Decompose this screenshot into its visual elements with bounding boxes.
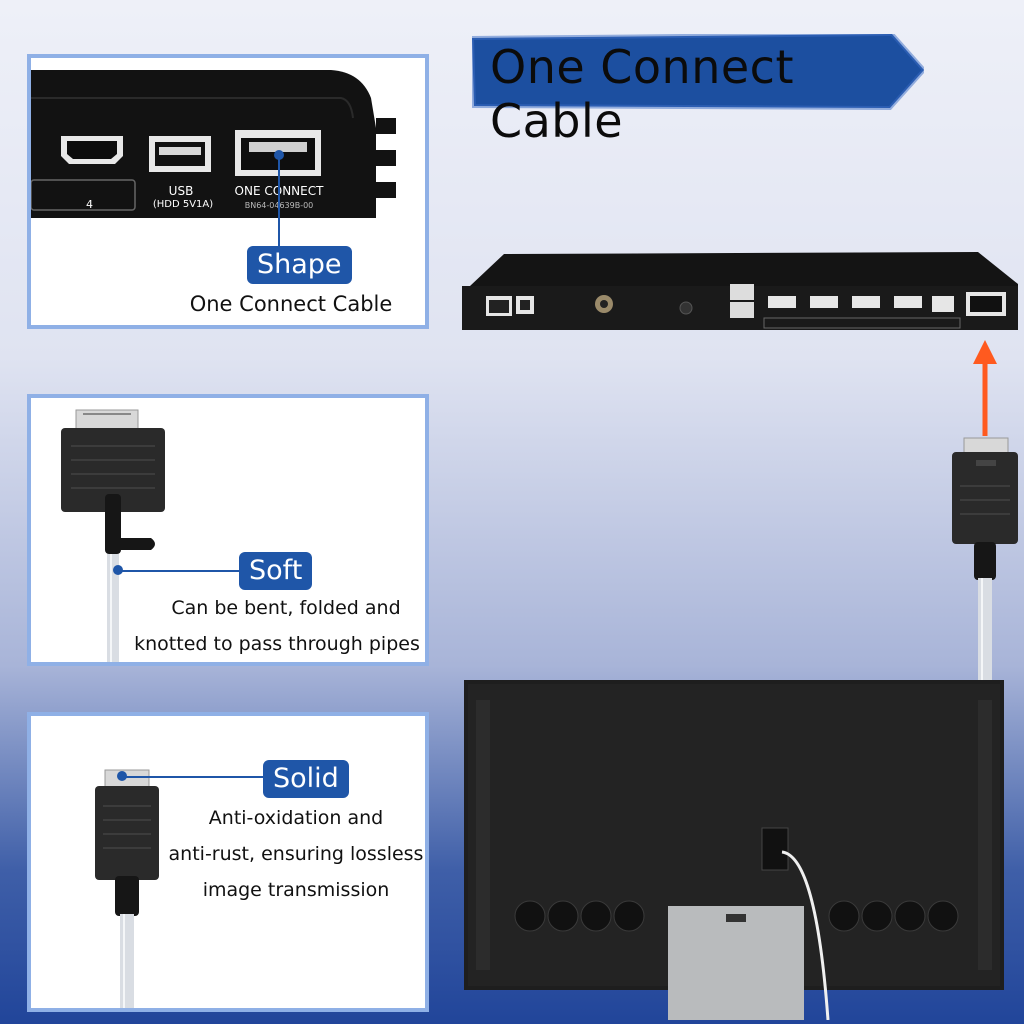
shape-panel: 4 USB (HDD 5V1A) ONE CONNECT BN64-04639B…	[27, 54, 429, 329]
banner-shape	[469, 31, 927, 111]
cable-connector-right	[952, 437, 1018, 686]
solid-panel: Solid Anti-oxidation and anti-rust, ensu…	[27, 712, 429, 1012]
solid-line-1: Anti-oxidation and	[208, 807, 384, 829]
solid-line-3: image transmission	[202, 879, 390, 901]
port-4-label: 4	[86, 198, 93, 211]
soft-panel: Soft Can be bent, folded and knotted to …	[27, 394, 429, 666]
soft-tag: Soft	[239, 552, 313, 590]
callout-dot	[274, 150, 284, 160]
usb-label: USB	[168, 184, 194, 198]
shape-tag: Shape	[247, 246, 352, 284]
banner-title: One Connect Cable	[490, 40, 794, 148]
callout-line-vertical	[278, 156, 280, 248]
cable-connector-soft	[61, 409, 165, 662]
one-connect-box-closeup	[31, 70, 396, 218]
solid-line-2: anti-rust, ensuring lossless	[168, 843, 424, 865]
soft-line-2: knotted to pass through pipes	[134, 633, 420, 655]
cable-connector-solid	[95, 769, 159, 1008]
title-banner: One Connect Cable	[469, 31, 927, 148]
soft-line-1: Can be bent, folded and	[171, 597, 401, 619]
usb-sub-label: (HDD 5V1A)	[152, 199, 214, 210]
up-arrow-icon	[973, 340, 997, 436]
one-connect-box	[462, 252, 1018, 330]
callout-line	[125, 776, 265, 778]
callout-line	[121, 570, 241, 572]
callout-dot	[113, 565, 123, 575]
shape-caption: One Connect Cable	[189, 292, 393, 316]
callout-dot	[117, 771, 127, 781]
solid-tag: Solid	[263, 760, 349, 798]
tv-back-panel	[464, 680, 1004, 1020]
